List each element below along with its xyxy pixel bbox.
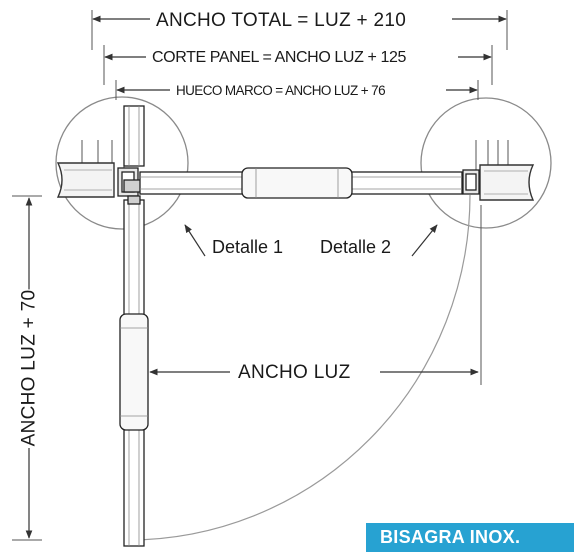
detail-1-circle <box>55 96 189 230</box>
ancho-luz-70-label: ANCHO LUZ + 70 <box>18 289 40 447</box>
ancho-luz-label: ANCHO LUZ <box>238 362 351 383</box>
door-swing-arc <box>127 194 471 541</box>
closed-door-panel <box>139 167 463 199</box>
detail-2-circle <box>420 97 552 229</box>
left-wall <box>56 162 115 198</box>
bisagra-inox-badge: BISAGRA INOX. <box>366 523 574 552</box>
left-frame-hinge <box>117 167 143 197</box>
corte-panel-label: CORTE PANEL = ANCHO LUZ + 125 <box>152 49 406 66</box>
right-frame <box>462 169 480 195</box>
detalle-1-label: Detalle 1 <box>212 237 284 257</box>
dimension-lines <box>25 15 507 539</box>
right-wall <box>479 164 535 201</box>
hueco-marco-label: HUECO MARCO = ANCHO LUZ + 76 <box>176 83 386 98</box>
open-door-panel <box>119 105 149 547</box>
detail-leaders <box>184 224 438 257</box>
detalle-2-label: Detalle 2 <box>320 237 392 257</box>
ancho-total-label: ANCHO TOTAL = LUZ + 210 <box>156 10 407 31</box>
